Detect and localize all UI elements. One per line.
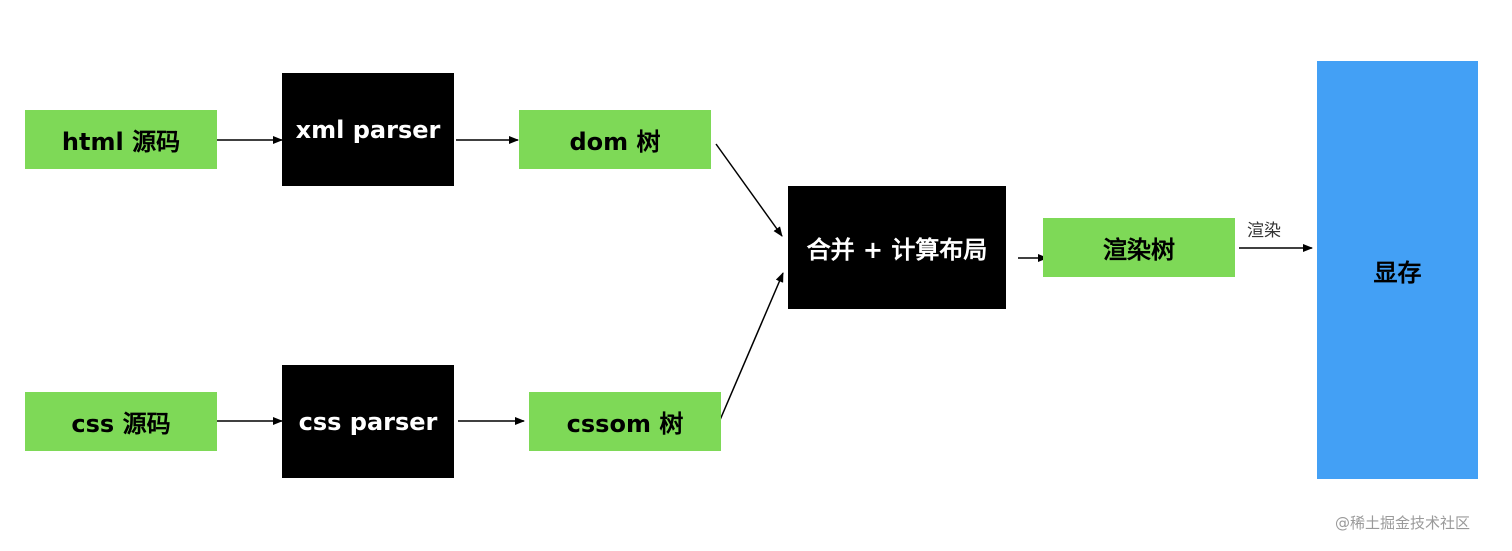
dom-tree-label: dom 树 xyxy=(569,128,661,156)
css-parser-node: css parser xyxy=(282,365,454,478)
merge-layout-node: 合并 + 计算布局 xyxy=(788,186,1006,309)
css-source-label: css 源码 xyxy=(71,410,171,438)
merge-layout-label: 合并 + 计算布局 xyxy=(806,236,988,264)
dom-tree-node: dom 树 xyxy=(519,110,711,169)
render-tree-label: 渲染树 xyxy=(1103,236,1175,264)
render-tree-node: 渲染树 xyxy=(1043,218,1235,277)
arrow-cssom-tree-to-merge xyxy=(716,272,784,428)
xml-parser-label: xml parser xyxy=(295,115,441,144)
css-source-node: css 源码 xyxy=(25,392,217,451)
xml-parser-node: xml parser xyxy=(282,73,454,186)
vram-label: 显存 xyxy=(1373,258,1422,287)
html-source-label: html 源码 xyxy=(61,128,181,156)
cssom-tree-label: cssom 树 xyxy=(566,410,684,438)
css-parser-label: css parser xyxy=(298,407,438,436)
vram-node: 显存 xyxy=(1317,61,1478,479)
html-source-node: html 源码 xyxy=(25,110,217,169)
cssom-tree-node: cssom 树 xyxy=(529,392,721,451)
watermark: @稀土掘金技术社区 xyxy=(1335,514,1471,532)
arrow-dom-tree-to-merge xyxy=(715,143,783,237)
render-edge-label: 渲染 xyxy=(1247,221,1281,241)
